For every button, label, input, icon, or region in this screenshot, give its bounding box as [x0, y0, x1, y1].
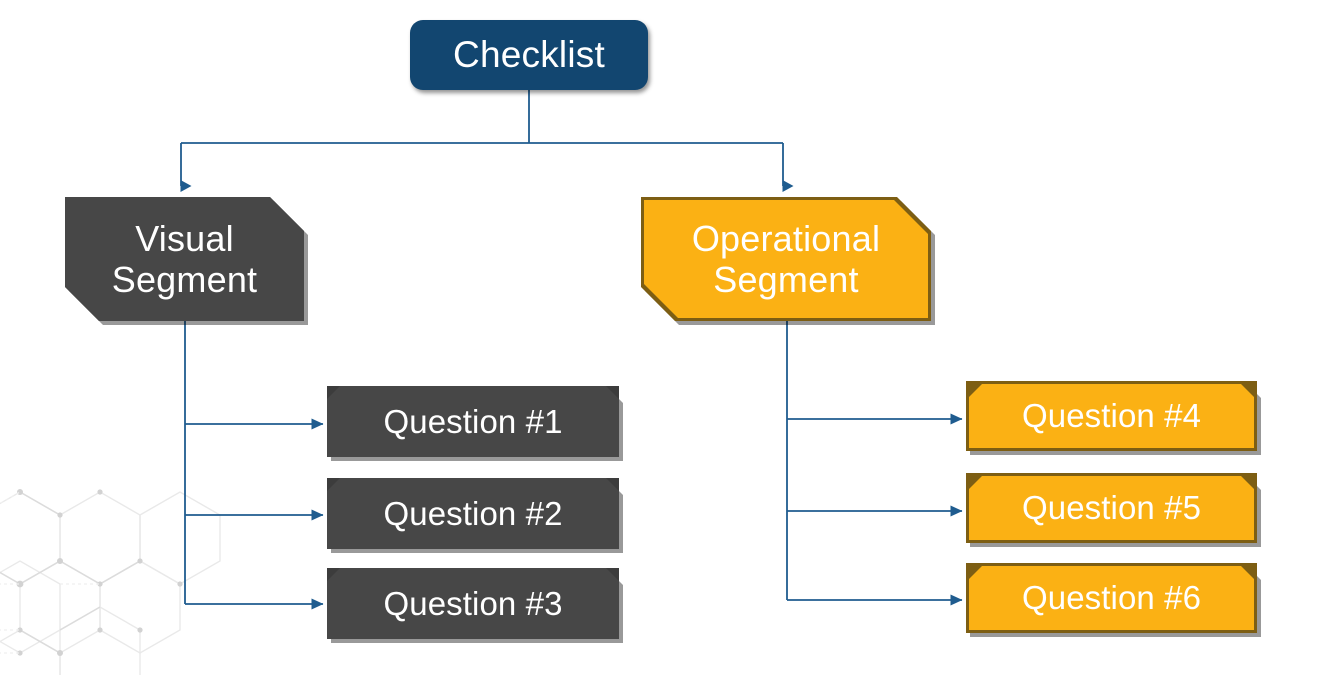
node-question-4[interactable]: Question #4	[966, 381, 1257, 451]
node-question-3-label: Question #3	[383, 584, 563, 622]
node-question-2[interactable]: Question #2	[327, 478, 619, 549]
node-checklist-root[interactable]: Checklist	[410, 20, 648, 90]
node-operational-segment[interactable]: Operational Segment	[641, 197, 931, 321]
node-visual-segment-label: Visual Segment	[111, 217, 258, 300]
node-question-6[interactable]: Question #6	[966, 563, 1257, 633]
node-question-1-label: Question #1	[383, 402, 563, 440]
node-question-6-label: Question #6	[1021, 579, 1202, 617]
node-question-5-label: Question #5	[1021, 489, 1202, 527]
node-question-4-label: Question #4	[1021, 397, 1202, 435]
node-operational-segment-label: Operational Segment	[691, 217, 881, 300]
node-question-5[interactable]: Question #5	[966, 473, 1257, 543]
hexagon-lattice-watermark	[0, 489, 221, 675]
node-question-3[interactable]: Question #3	[327, 568, 619, 639]
node-question-1[interactable]: Question #1	[327, 386, 619, 457]
node-checklist-label: Checklist	[453, 33, 605, 75]
node-visual-segment[interactable]: Visual Segment	[65, 197, 304, 321]
node-question-2-label: Question #2	[383, 494, 563, 532]
